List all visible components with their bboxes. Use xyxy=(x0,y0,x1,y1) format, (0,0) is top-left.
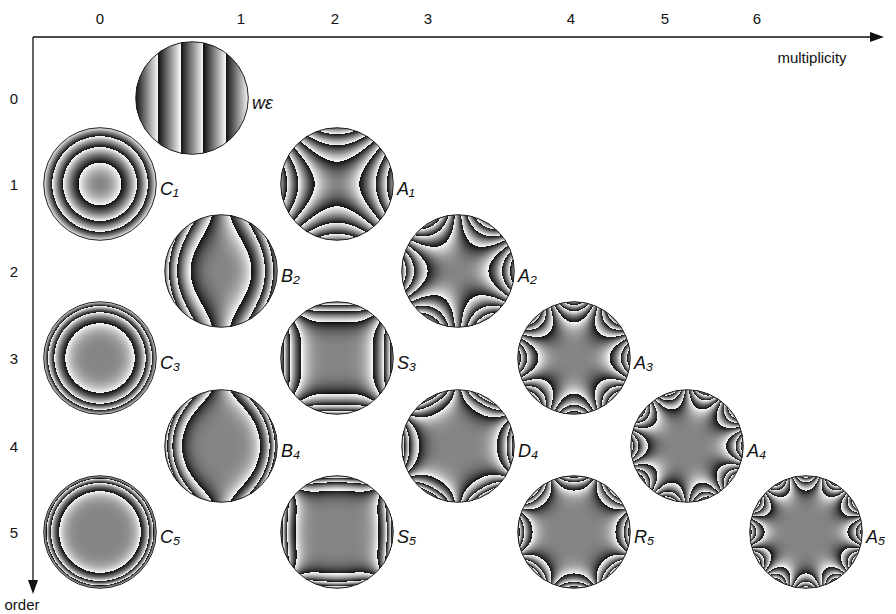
pupil-outline xyxy=(165,390,278,503)
aberration-label: wε xyxy=(252,93,273,114)
aberration-node: C₅ xyxy=(43,475,180,589)
axis-tick-label: 3 xyxy=(424,10,432,27)
pupil-outline xyxy=(518,302,631,415)
pupil-outline xyxy=(281,476,394,589)
aberration-label: B₄ xyxy=(281,441,300,462)
aberration-label: A₁ xyxy=(397,179,415,200)
axis-tick-label: 1 xyxy=(237,10,245,27)
interferogram-image xyxy=(749,475,863,589)
axis-arrowhead xyxy=(28,580,38,594)
interferogram xyxy=(43,301,157,415)
axis-title: multiplicity xyxy=(777,49,846,66)
multiplicity-axis xyxy=(33,36,874,37)
interferogram-image xyxy=(43,127,157,241)
interferogram xyxy=(164,389,278,503)
interferogram-image xyxy=(280,301,394,415)
aberration-node: R₅ xyxy=(517,475,654,589)
aberration-label: D₄ xyxy=(518,441,538,462)
axis-tick-label: 2 xyxy=(331,10,339,27)
aberration-node: A₁ xyxy=(280,127,415,241)
order-axis xyxy=(32,37,33,584)
aberration-node: B₂ xyxy=(164,214,300,328)
aberration-node: A₅ xyxy=(749,475,885,589)
aberration-label: A₃ xyxy=(634,353,653,374)
axis-tick-label: 1 xyxy=(10,176,18,193)
interferogram-image xyxy=(164,389,278,503)
aberration-node: B₄ xyxy=(164,389,300,503)
pupil-outline xyxy=(281,302,394,415)
aberration-node: S₃ xyxy=(280,301,416,415)
interferogram-image xyxy=(401,214,515,328)
pupil-outline xyxy=(631,390,744,503)
aberration-label: R₅ xyxy=(634,527,654,548)
aberration-label: C₃ xyxy=(160,353,180,374)
interferogram xyxy=(749,475,863,589)
aberration-node: S₅ xyxy=(280,475,416,589)
interferogram xyxy=(517,475,631,589)
axis-tick-label: 0 xyxy=(10,90,18,107)
interferogram xyxy=(280,475,394,589)
aberration-label: C₁ xyxy=(160,179,179,200)
pupil-outline xyxy=(750,476,863,589)
pupil-outline xyxy=(402,215,515,328)
interferogram-image xyxy=(280,127,394,241)
pupil-outline xyxy=(44,128,157,241)
interferogram-image xyxy=(164,214,278,328)
pupil-outline xyxy=(518,476,631,589)
aberration-label: S₅ xyxy=(397,527,416,548)
interferogram xyxy=(43,127,157,241)
pupil-outline xyxy=(165,215,278,328)
interferogram xyxy=(401,389,515,503)
pupil-outline xyxy=(281,128,394,241)
pupil-outline xyxy=(44,476,157,589)
axis-tick-label: 3 xyxy=(10,350,18,367)
interferogram xyxy=(164,214,278,328)
interferogram xyxy=(401,214,515,328)
aberration-node: C₁ xyxy=(43,127,179,241)
pupil-outline xyxy=(44,302,157,415)
axis-title: order xyxy=(4,596,39,613)
aberration-label: A₅ xyxy=(866,527,885,548)
interferogram xyxy=(517,301,631,415)
axis-tick-label: 0 xyxy=(96,10,104,27)
interferogram xyxy=(280,301,394,415)
pupil-outline xyxy=(402,390,515,503)
interferogram-image xyxy=(401,389,515,503)
interferogram-image xyxy=(43,301,157,415)
aberration-label: A₄ xyxy=(747,441,766,462)
axis-tick-label: 6 xyxy=(753,10,761,27)
axis-tick-label: 4 xyxy=(10,438,18,455)
axis-tick-label: 5 xyxy=(10,524,18,541)
aberration-node: A₄ xyxy=(630,389,766,503)
axis-tick-label: 4 xyxy=(567,10,575,27)
aberration-label: B₂ xyxy=(281,266,300,287)
aberration-node: A₂ xyxy=(401,214,537,328)
interferogram xyxy=(630,389,744,503)
interferogram-image xyxy=(517,301,631,415)
aberration-label: C₅ xyxy=(160,527,180,548)
interferogram-image xyxy=(43,475,157,589)
aberration-node: C₃ xyxy=(43,301,180,415)
interferogram-image xyxy=(630,389,744,503)
axis-tick-label: 5 xyxy=(661,10,669,27)
interferogram xyxy=(280,127,394,241)
interferogram-image xyxy=(280,475,394,589)
aberration-label: S₃ xyxy=(397,353,416,374)
aberration-label: A₂ xyxy=(518,266,537,287)
interferogram-image xyxy=(517,475,631,589)
interferogram xyxy=(43,475,157,589)
axis-arrowhead xyxy=(870,32,884,42)
axis-tick-label: 2 xyxy=(10,263,18,280)
